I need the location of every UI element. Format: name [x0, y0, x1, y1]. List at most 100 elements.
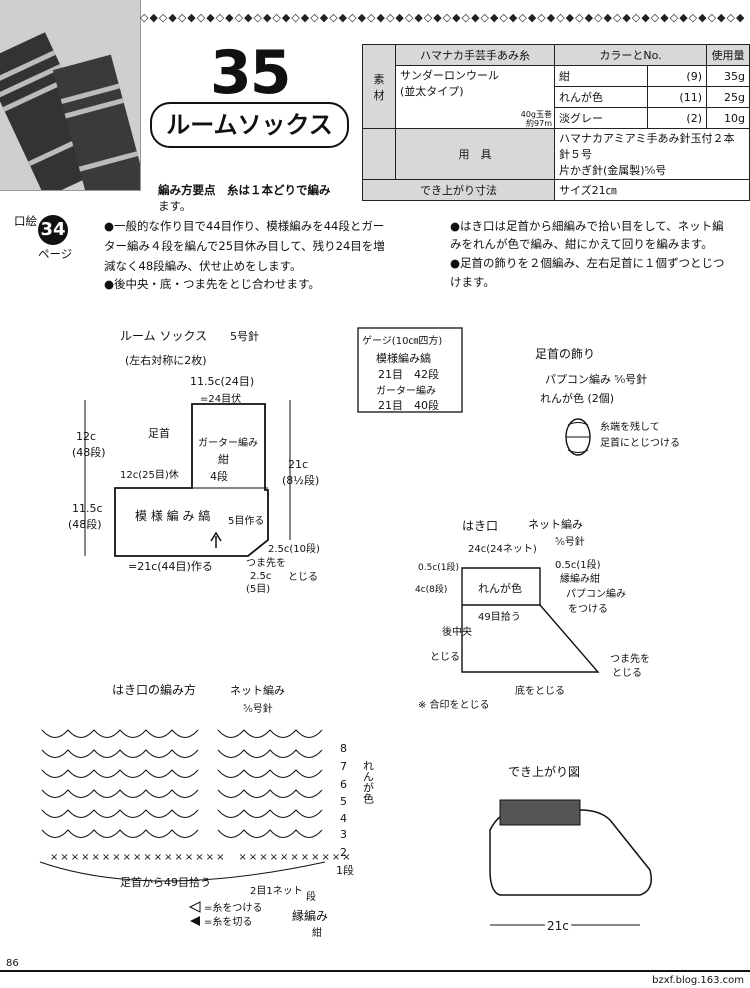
cuff-h2: 4c(8段)	[415, 583, 447, 595]
instruction-left-3: 減なく48段編み、伏せ止めをします。	[104, 259, 302, 273]
ornament-note-1: 糸端を残して	[600, 420, 660, 433]
knit-direction-arrow	[210, 531, 222, 548]
sock-body-outline	[461, 604, 600, 673]
footer-rule	[0, 970, 750, 972]
row-7: 7	[340, 760, 347, 773]
left-lower-rows: (48段)	[68, 517, 102, 531]
cuff-h1: 0.5c(1段)	[418, 561, 459, 573]
chart-dan: 段	[306, 890, 316, 903]
cuff-stitch: ネット編み	[528, 517, 583, 531]
attach-yarn-symbol	[188, 901, 201, 913]
ornament-note-2: 足首にとじつける	[600, 436, 680, 449]
instruction-right-3: ●足首の飾りを２個編み、左右足首に１個ずつとじつ	[450, 256, 725, 270]
size-value: サイズ21㎝	[554, 179, 750, 201]
gauge-title: ゲージ(10㎝四方)	[362, 334, 442, 347]
instruction-right-2: みをれんが色で編み、紺にかえて回りを編みます。	[450, 237, 713, 251]
left-upper-rows: (48段)	[72, 445, 106, 459]
chart-title: はき口の編み方	[112, 682, 196, 697]
cuff-width: 24c(24ネット)	[468, 543, 537, 555]
main-top-width: 11.5c(24目)	[190, 375, 254, 388]
pattern-number: 35	[210, 38, 291, 108]
instruction-right-4: けます。	[450, 275, 495, 289]
main-diagram-needle: 5号針	[230, 329, 259, 343]
main-diagram-note: (左右対称に2枚)	[125, 353, 207, 367]
finished-width: 21c	[547, 919, 569, 933]
finished-cuff	[499, 799, 581, 826]
row-2: 2	[340, 846, 347, 859]
toe-label-2: とじる	[288, 571, 318, 583]
yarn-ball-info: 40g玉巻約97m	[520, 110, 552, 128]
right-height: 21c	[288, 458, 308, 471]
yarn-cell: サンダーロンウール (並太タイプ) 40g玉巻約97m	[395, 65, 555, 129]
tools-label: 用 具	[395, 128, 555, 180]
row-8: 8	[340, 742, 347, 755]
rest-label: 12c(25目)休	[120, 469, 179, 481]
ornament-texture	[566, 422, 590, 453]
cuff-color: れんが色	[478, 581, 522, 595]
instruction-left-4: ●後中央・底・つま先をとじ合わせます。	[104, 277, 320, 291]
color-no-1: (9)	[646, 65, 708, 87]
garter-color: 紺	[218, 452, 229, 466]
row-4: 4	[340, 812, 347, 825]
key-points-2: ます。	[158, 199, 192, 213]
color-no-3: (2)	[646, 107, 708, 129]
main-top-bind: =24目伏	[200, 392, 241, 405]
yarn-name: サンダーロンウール	[400, 69, 499, 82]
row-1: 1段	[336, 863, 354, 877]
size-label: でき上がり寸法	[362, 179, 555, 201]
ref-label: 口絵	[14, 214, 37, 228]
bottom-dim: =21c(44目)作る	[128, 560, 213, 573]
left-upper-dim: 12c	[76, 430, 96, 443]
ornament-title: 足首の飾り	[535, 347, 595, 361]
instruction-left-1: ●一般的な作り目で44目作り、模様編みを44段とガー	[104, 219, 385, 233]
cuff-pick: 49目拾う	[478, 610, 521, 623]
cuff-sole: 底をとじる	[515, 684, 565, 697]
instruction-right-1: ●はき口は足首から細編みで拾い目をして、ネット編	[450, 219, 724, 233]
cuff-mark-note: ※ 合印をとじる	[418, 698, 490, 711]
chart-needle: ⁵⁄₀号針	[243, 702, 273, 715]
yarn-type: (並太タイプ)	[400, 85, 464, 98]
pattern-name: ルームソックス	[150, 102, 349, 148]
cuff-attach: をつける	[568, 603, 608, 615]
pattern-rows: 5目作る	[228, 515, 264, 527]
row-6: 6	[340, 778, 347, 791]
ornament-line-2: れんが色 (2個)	[540, 391, 614, 405]
material-label: 素材	[362, 44, 396, 129]
cuff-toe-2: とじる	[612, 667, 642, 679]
cuff-edge: 0.5c(1段)	[555, 558, 601, 571]
legend-attach: =糸をつける	[204, 902, 262, 914]
chart-bottom-arc	[39, 861, 326, 882]
cuff-needle: ⁵⁄₀号針	[555, 535, 585, 548]
chart-net-note: 2目1ネット	[250, 885, 303, 897]
main-diagram-title: ルーム ソックス	[120, 329, 207, 343]
cuff-popcorn: パプコン編み	[566, 587, 626, 600]
cut-yarn-symbol	[190, 916, 200, 926]
chart-pick-note: 足首から49目拾う	[120, 875, 211, 889]
color-amount-2: 25g	[706, 86, 750, 108]
gauge-row-1: 模様編み縞	[376, 351, 431, 365]
finished-title: でき上がり図	[508, 764, 580, 779]
tools-label-cell	[362, 128, 396, 180]
chart-stitch: ネット編み	[230, 683, 285, 697]
key-points: 編み方要点 糸は１本どりで編み	[158, 183, 331, 197]
cuff-close: とじる	[430, 651, 460, 663]
pattern-label: 模 様 編 み 縞	[135, 508, 210, 523]
page-number: 86	[6, 958, 19, 969]
gauge-row-2: 21目 42段	[378, 367, 439, 381]
color-name-3: 淡グレー	[554, 107, 648, 129]
side-dim: 2.5c(10段)	[268, 542, 320, 555]
cuff-border: 縁編み紺	[560, 572, 600, 585]
cuff-toe: つま先を	[610, 653, 650, 665]
single-crochet-row: ××××××××××××××××× ×××××××××××	[50, 852, 353, 863]
chart-color-note: れんが色	[362, 760, 375, 804]
ornament-line-1: パプコン編み ⁵⁄₀号針	[545, 372, 647, 386]
left-lower-dim: 11.5c	[72, 502, 103, 515]
gauge-row-3: ガーター編み	[376, 384, 436, 397]
cuff-back: 後中央	[442, 625, 472, 638]
row-5: 5	[340, 795, 347, 808]
decorative-border: ◇◆◇◆◇◆◇◆◇◆◇◆◇◆◇◆◇◆◇◆◇◆◇◆◇◆◇◆◇◆◇◆◇◆◇◆◇◆◇◆…	[140, 12, 745, 24]
instruction-left-2: ター編み４段を編んで25目休み目して、残り24目を増	[104, 239, 385, 253]
product-photo	[0, 0, 141, 191]
legend-cut: =糸を切る	[204, 916, 252, 928]
